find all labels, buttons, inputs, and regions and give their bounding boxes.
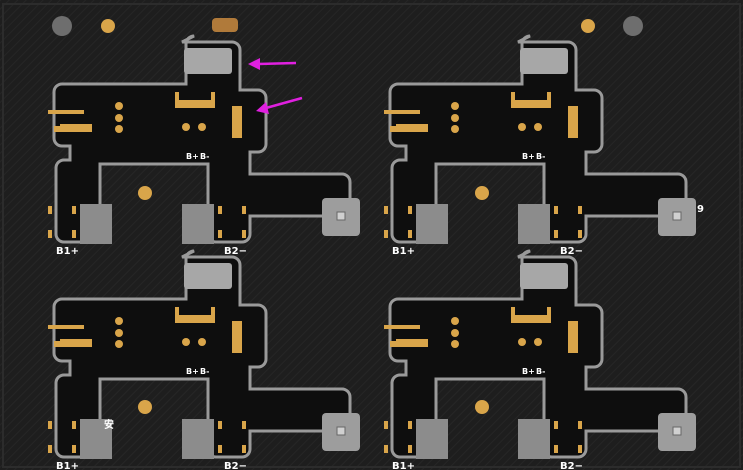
annotation-arrow <box>248 58 303 114</box>
side-mark-right: 9 <box>697 204 704 215</box>
tooling-hole <box>52 16 72 36</box>
b-plus-label: B+ <box>186 152 199 161</box>
fiducial <box>475 400 489 414</box>
fiducial <box>138 400 152 414</box>
b-plus-label: B+ <box>522 152 535 161</box>
b-minus-label: B- <box>536 367 545 376</box>
fiducial <box>138 186 152 200</box>
b-minus-label: B- <box>200 152 209 161</box>
b-minus-label: B- <box>200 367 209 376</box>
b-plus-label: B+ <box>186 367 199 376</box>
side-mark-left: 安 <box>104 418 114 431</box>
fiducial <box>581 19 595 33</box>
fiducial <box>475 186 489 200</box>
tooling-hole <box>623 16 643 36</box>
fiducial <box>101 19 115 33</box>
b-minus-label: B- <box>536 152 545 161</box>
b-plus-label: B+ <box>522 367 535 376</box>
